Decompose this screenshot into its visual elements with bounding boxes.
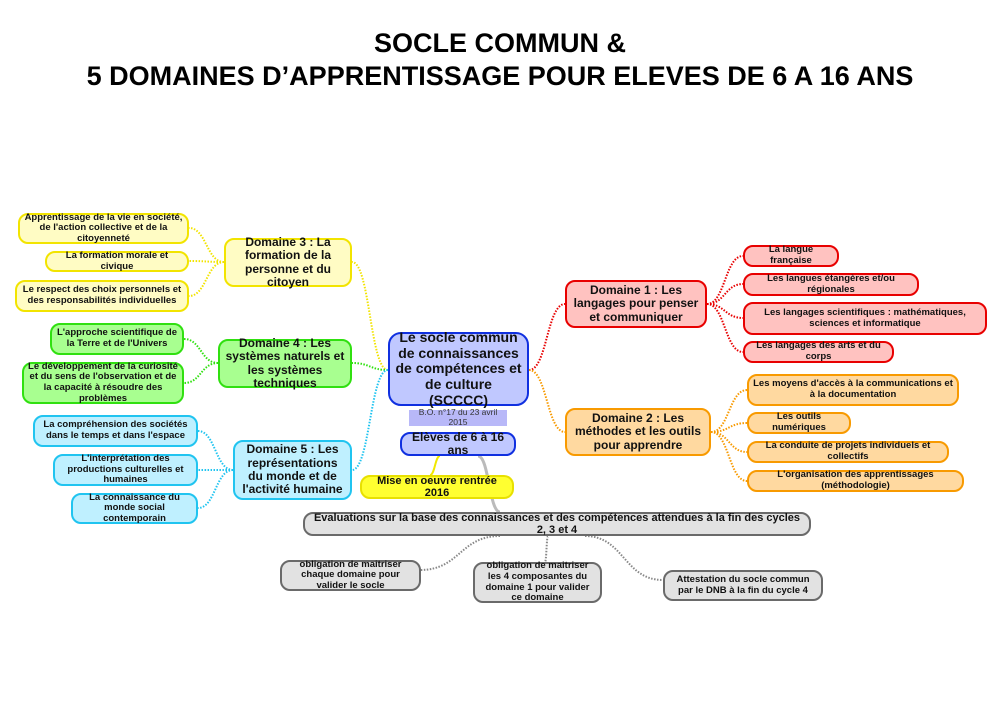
domaine-1-child[interactable]: Les langages des arts et du corps (743, 341, 894, 363)
domaine-1-child[interactable]: Les langues étangères et/ou régionales (743, 273, 919, 296)
domaine-3-node[interactable]: Domaine 3 : La formation de la personne … (224, 235, 352, 289)
domaine-4-node[interactable]: Domaine 4 : Les systèmes naturels et les… (218, 336, 352, 390)
connector-line (183, 338, 219, 364)
domaine-1-node[interactable]: Domaine 1 : Les langages pour penser et … (565, 280, 707, 328)
connector-line (528, 369, 566, 433)
connector-line (544, 535, 549, 563)
domaine-1-child[interactable]: Les langages scientifiques : mathématiqu… (743, 302, 987, 335)
domaine-3-child[interactable]: Apprentissage de la vie en société, de l… (18, 212, 189, 244)
connector-line (706, 255, 744, 305)
connector-line (188, 260, 225, 263)
domaine-5-node[interactable]: Domaine 5 : Les représentations du monde… (233, 440, 352, 500)
connector-line (706, 303, 744, 353)
evaluations-node[interactable]: Evaluations sur la base des connaissance… (303, 512, 811, 536)
connector-line (188, 261, 225, 297)
domaine-4-child[interactable]: L'approche scientifique de la Terre et d… (50, 323, 184, 355)
connector-line (710, 422, 748, 433)
connector-line (528, 303, 566, 371)
title-line-2: 5 DOMAINES D’APPRENTISSAGE POUR ELEVES D… (86, 61, 914, 91)
title-line-1: SOCLE COMMUN & (374, 28, 626, 58)
connector-line (183, 362, 219, 384)
connector-line (197, 469, 234, 509)
eleves-node[interactable]: Elèves de 6 à 16 ans (400, 430, 516, 457)
connector-line (188, 227, 225, 263)
domaine-2-child[interactable]: La conduite de projets individuels et co… (747, 441, 949, 463)
domaine-3-child[interactable]: La formation morale et civique (45, 250, 189, 272)
connector-line (584, 535, 664, 581)
bo-reference: B.O. n°17 du 23 avril 2015 (409, 408, 507, 427)
domaine-2-node[interactable]: Domaine 2 : Les méthodes et les outils p… (565, 408, 711, 456)
connector-line (710, 431, 748, 453)
connector-line (197, 430, 234, 471)
connector-line (351, 261, 389, 371)
domaine-2-child[interactable]: Les outils numériques (747, 412, 851, 434)
domaine-1-child[interactable]: La langue française (743, 245, 839, 267)
evaluation-child[interactable]: obligation de maitriser chaque domaine p… (280, 559, 421, 591)
domaine-5-child[interactable]: La compréhension des sociétés dans le te… (33, 415, 198, 447)
evaluation-child[interactable]: obligation de maitriser les 4 composante… (473, 560, 602, 603)
connector-line (706, 283, 744, 305)
domaine-3-child[interactable]: Le respect des choix personnels et des r… (15, 280, 189, 312)
connector-line (710, 389, 748, 433)
domaine-2-child[interactable]: L'organisation des apprentissages (métho… (747, 470, 964, 492)
domaine-5-child[interactable]: L'interprétation des productions culture… (53, 453, 198, 486)
connector-line (706, 303, 744, 319)
domaine-4-child[interactable]: Le développement de la curiosité et du s… (22, 361, 184, 404)
connector-line (351, 369, 389, 471)
central-node[interactable]: Le socle commun de connaissances de comp… (388, 329, 529, 407)
domaine-5-child[interactable]: La connaissance du monde social contempo… (71, 492, 198, 524)
evaluation-child[interactable]: Attestation du socle commun par le DNB à… (663, 570, 823, 601)
connector-line (429, 455, 441, 476)
mise-en-oeuvre-node[interactable]: Mise en oeuvre rentrée 2016 (360, 475, 514, 499)
connector-line (710, 431, 748, 482)
domaine-2-child[interactable]: Les moyens d'accès à la communications e… (747, 374, 959, 406)
connector-line (351, 362, 389, 371)
